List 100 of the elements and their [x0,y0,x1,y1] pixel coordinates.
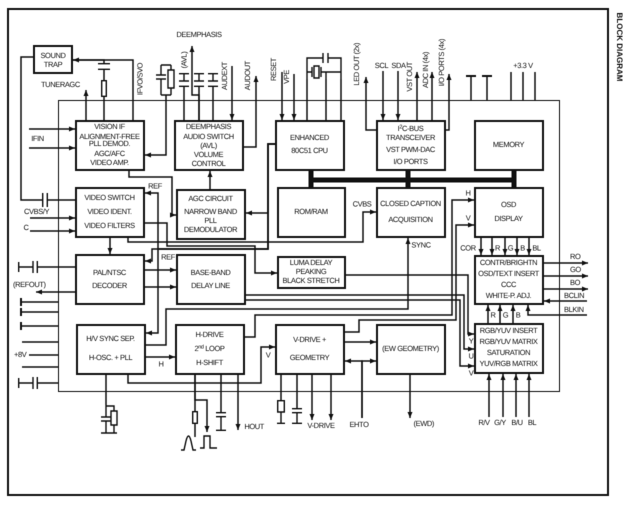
arrow [478,238,484,255]
arrow [146,143,275,336]
arrow [514,238,520,255]
arrow [544,286,588,292]
signal-line [22,301,58,303]
arrow [145,268,176,272]
arrow [486,374,492,417]
arrow [84,90,88,120]
arrow [526,238,532,255]
waveform-symbol [181,437,197,451]
function-block [474,254,544,304]
function-block [474,120,544,170]
arrow [208,171,212,189]
signal-line [306,79,308,120]
signal-line [212,87,214,120]
signal-line [105,375,107,405]
arrow [544,260,588,266]
function-block [376,324,446,374]
arrow [486,305,490,323]
signal-line [22,325,58,327]
function-block [474,186,544,238]
capacitor-symbol [208,73,218,87]
arrow [128,171,176,218]
signal-line [510,72,512,100]
resistor-symbol [277,400,285,424]
signal-line [522,72,524,100]
function-block [474,322,544,374]
signal-line [48,199,75,201]
arrow [36,290,75,294]
function-block [176,188,246,240]
signal-line [73,59,105,63]
bus-line [308,168,516,190]
arrow [328,375,334,420]
arrow [246,294,474,352]
rc-network-symbol [100,405,118,435]
function-block [276,186,346,238]
function-block [174,324,244,374]
arrow [145,284,176,290]
function-block [76,324,146,374]
signal-line [38,266,75,268]
arrow [380,71,386,120]
arrow [29,146,75,150]
arrow [544,298,587,304]
function-block [74,186,144,238]
capacitor-symbol [216,412,226,431]
signal-line [103,70,105,80]
arrow [361,358,376,418]
signal-line [29,354,58,356]
signal-line [296,375,298,408]
arrow [346,274,474,336]
arrow [230,66,234,120]
arrow [514,374,518,417]
signal-line [20,56,42,201]
function-block [174,120,244,170]
signal-line [325,79,327,120]
arrow [500,374,506,417]
signal-line [183,87,185,120]
function-block [74,120,144,170]
crystal-symbol [305,52,343,79]
arrow [73,58,134,120]
capacitor-symbol [194,73,204,87]
arrow [145,96,167,158]
function-block [74,254,144,304]
signal-line [22,341,58,343]
arrow [364,77,376,131]
signal-line [340,79,342,120]
capacitor-symbol [42,193,48,207]
arrow [245,198,474,338]
arrow [145,222,277,276]
signal-line [198,87,200,120]
arrow [280,72,284,120]
signal-line [486,77,488,100]
arrow [396,71,400,120]
arrow [108,238,112,254]
signal-line [38,382,58,384]
signal-line [22,366,58,368]
arrow [127,344,275,384]
arrow [408,375,412,418]
arrow [30,228,75,234]
arrow [310,375,314,420]
function-block [376,120,446,170]
signal-line [280,375,282,400]
capacitor-symbol [292,408,302,424]
arrow [345,340,376,344]
diagram-title: BLOCK DIAGRAM [615,12,623,82]
arrow [236,375,240,430]
arrow [292,74,296,120]
signal-line [103,97,105,120]
arrow [498,305,502,323]
function-block [33,45,73,74]
function-block [376,186,446,238]
arrow [146,238,410,346]
capacitor-symbol [18,377,38,389]
signal-line [194,424,196,437]
ic-package-outline [58,100,560,392]
arrow [146,354,175,360]
signal-line [470,77,472,100]
arrow [430,72,434,120]
arrow [246,299,474,368]
arrow [244,76,258,148]
